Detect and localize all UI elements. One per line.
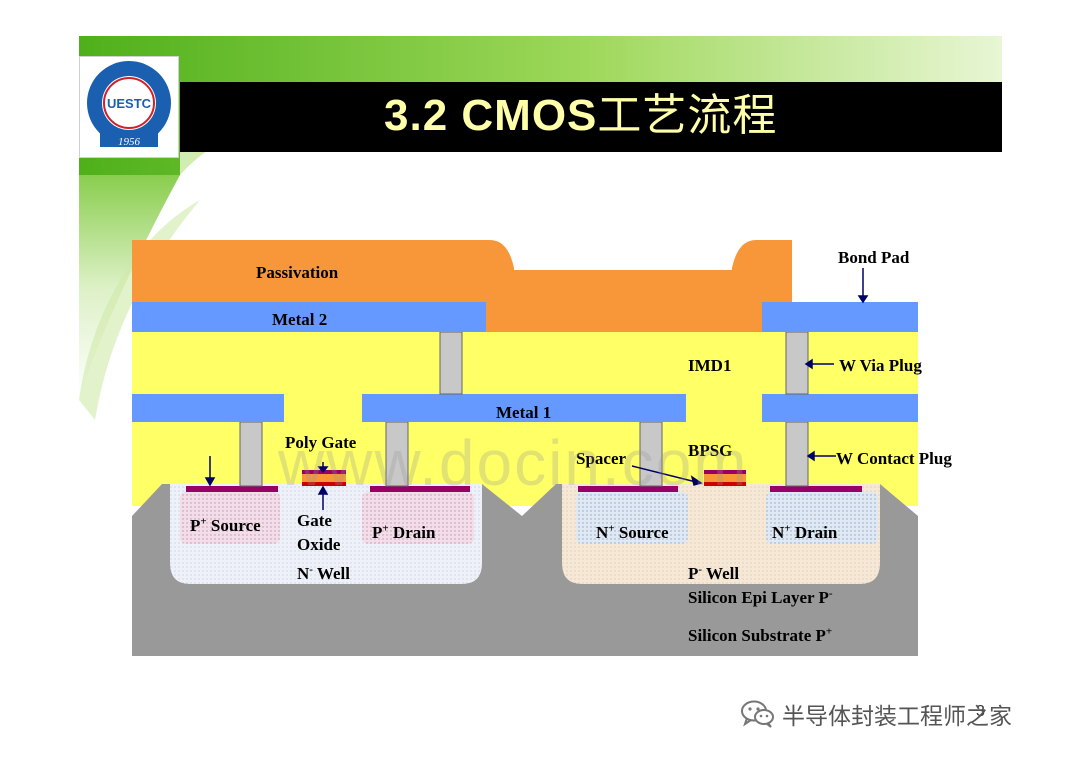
pmos-gate-oxide	[302, 482, 346, 486]
label-passivation: Passivation	[256, 263, 339, 282]
label-n-drain: N+ Drain	[772, 522, 838, 542]
metal2-segment-1	[132, 302, 486, 332]
silicide-p-source	[186, 486, 278, 492]
w-via-plug-1	[439, 331, 463, 395]
label-spacer: Spacer	[576, 449, 627, 468]
label-epi-layer: Silicon Epi Layer P-	[688, 587, 833, 607]
label-imd1: IMD1	[688, 356, 732, 375]
metal2-bond-pad	[762, 302, 918, 332]
university-logo: UESTC 1956	[79, 56, 179, 158]
label-p-well: P- Well	[688, 563, 740, 583]
title-bar	[180, 82, 1002, 152]
n-drain-region	[766, 492, 878, 544]
slide-title: 3.2 CMOS工艺流程	[384, 86, 777, 146]
cmos-cross-section	[132, 240, 918, 656]
label-n-source: N+ Source	[596, 522, 669, 542]
label-substrate: Silicon Substrate P+	[688, 625, 833, 645]
label-oxide: Oxide	[297, 535, 341, 554]
title-cjk: 工艺流程	[597, 91, 778, 140]
nmos-poly-gate	[704, 471, 746, 482]
title-latin: 3.2 CMOS	[384, 91, 598, 140]
annotation-arrows	[204, 268, 869, 510]
logo-year: 1956	[118, 136, 141, 148]
pmos-gate-silicide	[302, 470, 346, 474]
w-via-plug-2	[785, 331, 809, 395]
w-contact-plug-4	[785, 421, 809, 487]
footer-text: 半导体封装工程师之家	[782, 704, 1012, 730]
logo-center-text: UESTC	[107, 96, 152, 111]
pmos-poly-gate	[302, 471, 346, 482]
wechat-icon	[741, 700, 774, 728]
label-w-contact-plug: W Contact Plug	[836, 449, 952, 468]
label-poly-gate: Poly Gate	[285, 433, 357, 452]
silicide-n-drain	[770, 486, 862, 492]
nmos-gate-oxide	[704, 482, 746, 486]
label-gate: Gate	[297, 511, 332, 530]
silicide-n-source	[578, 486, 678, 492]
label-p-drain: P+ Drain	[372, 522, 436, 542]
footer-source: 半导体封装工程师之家	[740, 696, 1012, 732]
silicide-p-drain	[370, 486, 470, 492]
label-metal2: Metal 2	[272, 310, 328, 329]
p-source-region	[180, 492, 280, 544]
nmos-gate-silicide	[704, 470, 746, 474]
label-n-well: N- Well	[297, 563, 350, 583]
metal1-segment-3	[762, 394, 918, 422]
label-metal1: Metal 1	[496, 403, 552, 422]
watermark: www.docin.com	[278, 427, 749, 499]
p-drain-region	[362, 492, 474, 544]
n-source-region	[576, 492, 688, 544]
w-contact-plug-1	[239, 421, 263, 487]
label-p-source: P+ Source	[190, 515, 261, 535]
page-number: 3	[976, 703, 985, 720]
label-w-via-plug: W Via Plug	[839, 356, 922, 375]
metal1-segment-2	[362, 394, 686, 422]
label-bpsg: BPSG	[688, 441, 733, 460]
label-bond-pad: Bond Pad	[838, 248, 910, 267]
metal1-segment-1	[132, 394, 284, 422]
